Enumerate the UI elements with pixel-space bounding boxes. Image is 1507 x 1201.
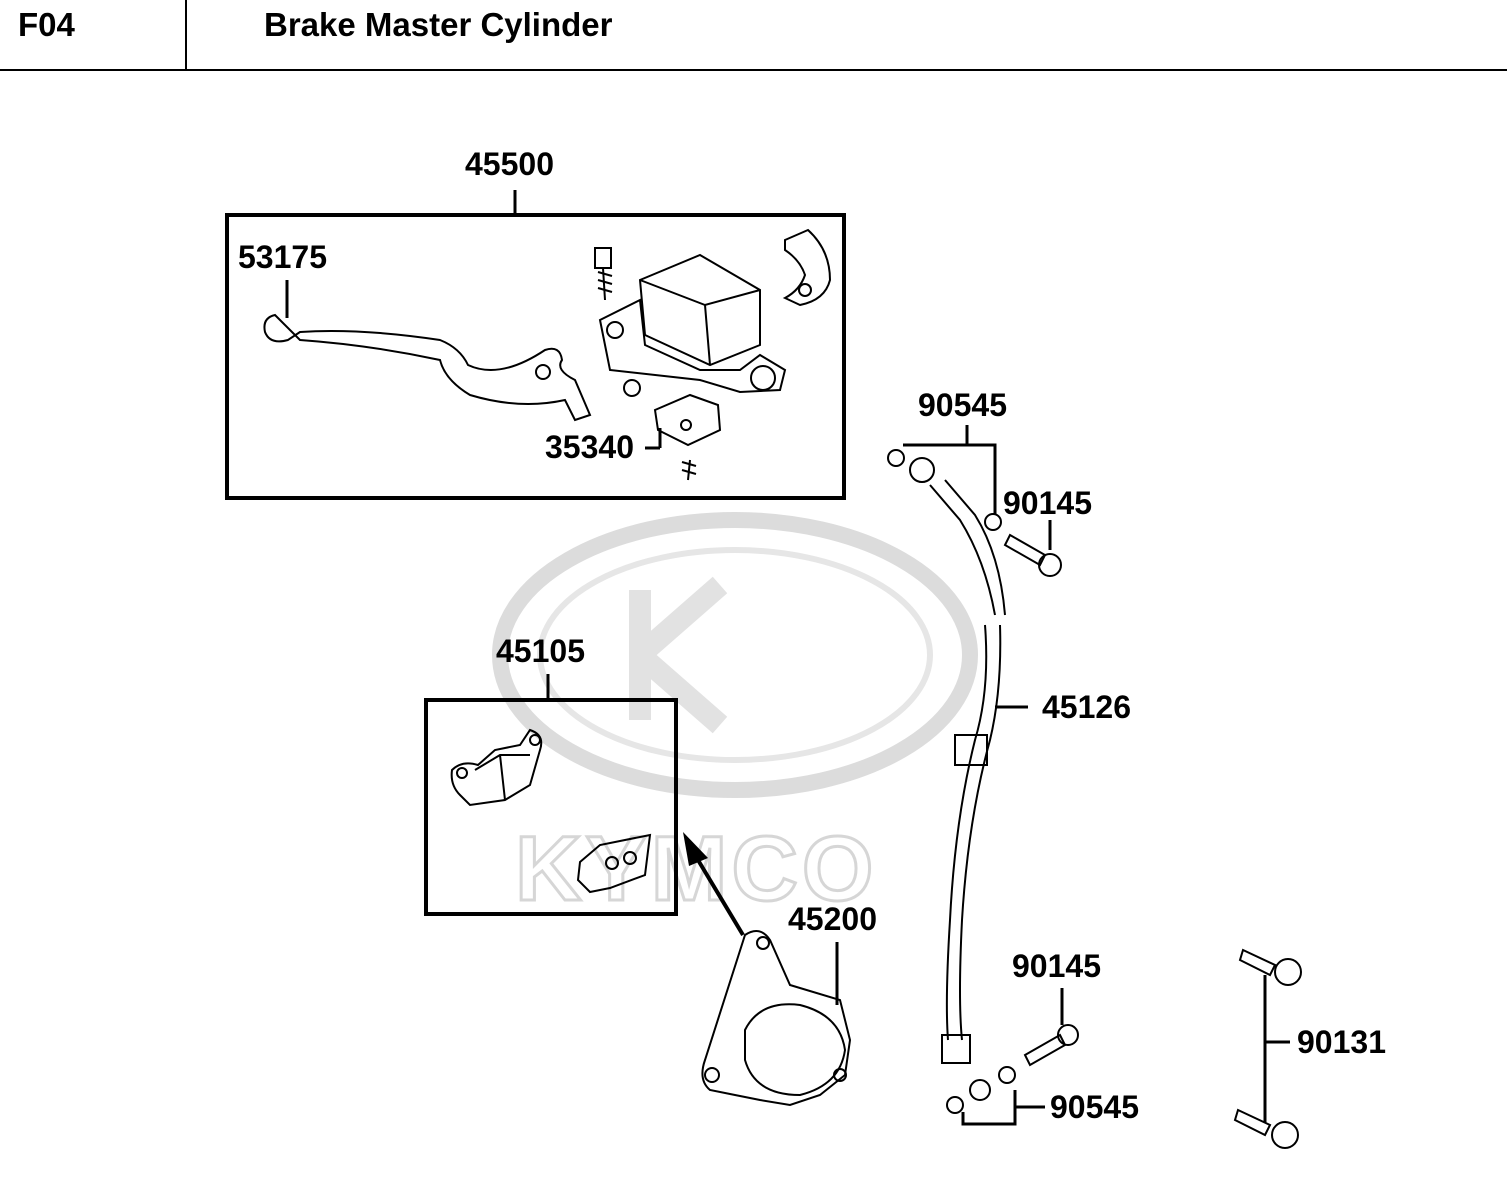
master-cylinder-body[interactable] <box>594 228 832 397</box>
callout-90145-top: 90145 <box>1003 485 1092 521</box>
master-cylinder-assembly[interactable] <box>225 190 846 500</box>
callout-35340: 35340 <box>545 429 634 465</box>
header-rule <box>0 69 1507 71</box>
brake-lever-part[interactable] <box>263 313 592 422</box>
hose-bolt-top-part[interactable] <box>1003 533 1062 577</box>
watermark-text: KYMCO <box>515 818 877 920</box>
caliper-bolt-lower-part[interactable] <box>1233 1108 1299 1149</box>
header-divider <box>185 0 187 70</box>
kymco-watermark: KYMCO <box>492 512 978 922</box>
callout-90145-bottom: 90145 <box>1012 948 1101 984</box>
caliper-part[interactable] <box>701 930 852 1107</box>
callout-90545-bottom-leader <box>961 1090 1045 1126</box>
stop-switch-part[interactable] <box>653 393 722 481</box>
callout-90545-bottom: 90545 <box>1050 1089 1139 1125</box>
callout-90545-top: 90545 <box>918 387 1007 423</box>
brake-pads-box[interactable] <box>424 674 678 916</box>
brake-hose-part[interactable] <box>887 449 1006 1114</box>
callout-53175: 53175 <box>238 239 327 275</box>
caliper-bolt-upper-part[interactable] <box>1238 948 1302 986</box>
callout-90545-top-leader <box>903 425 997 515</box>
callout-90131-leader <box>1263 975 1290 1123</box>
page-title: Brake Master Cylinder <box>264 6 613 43</box>
section-code: F04 <box>18 6 75 43</box>
page-header: F04 Brake Master Cylinder <box>0 0 1507 71</box>
callout-45500: 45500 <box>465 146 554 182</box>
brake-pad-upper[interactable] <box>450 728 543 807</box>
callout-45126: 45126 <box>1042 689 1131 725</box>
callout-90131: 90131 <box>1297 1024 1386 1060</box>
caliper-to-pads-arrow <box>683 832 745 937</box>
callout-45105: 45105 <box>496 633 585 669</box>
washer-top-part[interactable] <box>984 513 1002 531</box>
callout-45200: 45200 <box>788 901 877 937</box>
brake-pad-lower[interactable] <box>576 833 652 894</box>
hose-bolt-bottom-part[interactable] <box>998 1024 1079 1084</box>
